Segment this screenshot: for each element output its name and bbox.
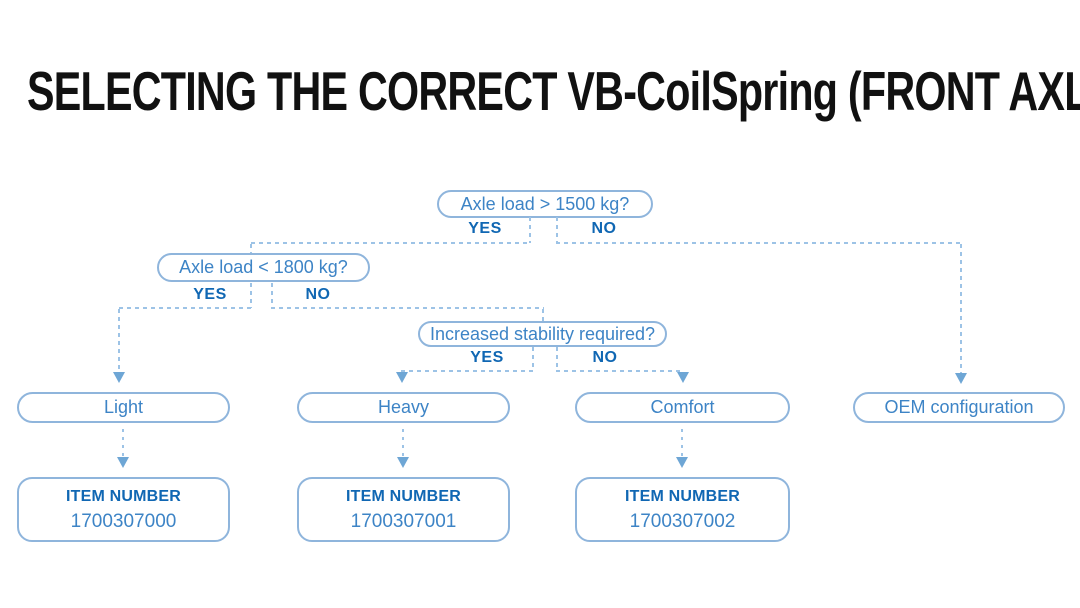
arrowhead-icon [397,457,409,468]
question-text: Increased stability required? [429,323,656,344]
connector-q3-yes-drop [532,347,534,371]
item-number-value: 1700307001 [350,511,457,532]
connector-q2-yes-horizontal [119,307,251,309]
q1-no-label: NO [591,220,617,237]
item-number-heading: ITEM NUMBER [345,488,462,505]
item-number-heading: ITEM NUMBER [65,488,182,505]
connector-q2-no-horizontal [271,307,544,309]
connector-to-oem [960,244,962,374]
item-number-value: 1700307002 [629,511,736,532]
question-box-stability: Increased stability required? [418,321,667,347]
connector-into-q2 [250,244,252,253]
connector-light-to-item [122,429,124,457]
item-number-box-light: ITEM NUMBER 1700307000 [17,477,230,542]
arrowhead-icon [113,372,125,383]
connector-q3-no-drop [556,347,558,371]
outcome-label: Comfort [650,397,715,417]
q3-no-label: NO [592,349,618,366]
item-number-box-heavy: ITEM NUMBER 1700307001 [297,477,510,542]
arrowhead-icon [677,372,689,383]
connector-q2-yes-drop [250,283,252,308]
connector-q1-no-drop [556,217,558,243]
question-text: Axle load < 1800 kg? [179,257,348,277]
outcome-box-heavy: Heavy [297,392,510,423]
item-number-heading: ITEM NUMBER [624,488,741,505]
arrowhead-icon [955,373,967,384]
outcome-box-comfort: Comfort [575,392,790,423]
question-text: Axle load > 1500 kg? [460,193,630,214]
connector-q3-yes-horizontal [401,370,533,372]
arrowhead-icon [117,457,129,468]
connector-into-q3 [542,309,544,321]
connector-q1-yes-drop [529,217,531,243]
connector-comfort-to-item [681,429,683,457]
item-number-value: 1700307000 [70,511,177,532]
q3-yes-label: YES [470,349,504,366]
question-box-axle-load-1500: Axle load > 1500 kg? [437,190,653,218]
connector-to-light [118,309,120,373]
outcome-box-light: Light [17,392,230,423]
question-box-axle-load-1800: Axle load < 1800 kg? [157,253,370,282]
q2-yes-label: YES [193,286,227,303]
connector-q2-no-drop [271,283,273,308]
q1-yes-label: YES [468,220,502,237]
outcome-label: OEM configuration [884,397,1034,417]
item-number-box-comfort: ITEM NUMBER 1700307002 [575,477,790,542]
arrowhead-icon [676,457,688,468]
arrowhead-icon [396,372,408,383]
connector-q3-no-horizontal [556,370,684,372]
outcome-label: Heavy [377,397,430,417]
page-title: SELECTING THE CORRECT VB-CoilSpring (FRO… [27,60,1080,122]
connector-heavy-to-item [402,429,404,457]
q2-no-label: NO [305,286,331,303]
outcome-label: Light [103,397,144,417]
connector-q1-no-horizontal [556,242,963,244]
outcome-box-oem-configuration: OEM configuration [853,392,1065,423]
connector-q1-yes-horizontal [251,242,531,244]
